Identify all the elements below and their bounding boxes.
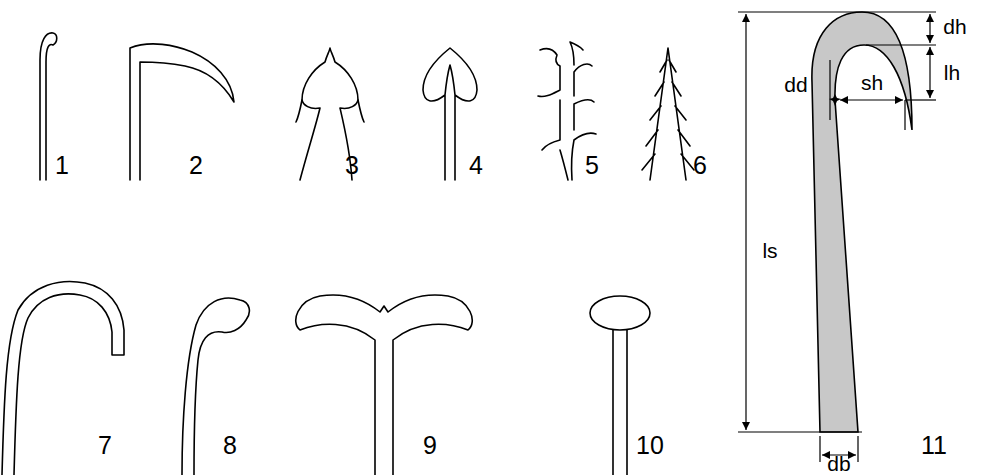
- dimension-label: db: [827, 452, 850, 473]
- dimension-label: dd: [784, 74, 807, 95]
- hook-1: [40, 33, 57, 180]
- figure-number: 3: [345, 153, 359, 178]
- anchor-9: [296, 295, 473, 475]
- figure-number: 4: [469, 153, 483, 178]
- hook-2: [130, 44, 234, 180]
- figure-number: 5: [585, 153, 599, 178]
- dimension-label: dh: [943, 16, 966, 37]
- figure-number: 6: [693, 153, 707, 178]
- dimension-arrow: [840, 99, 903, 100]
- arrow-hair-4: [423, 48, 477, 180]
- figure-number: 1: [55, 153, 69, 178]
- dimension-arrow: [929, 14, 930, 43]
- figure-number: 11: [921, 433, 947, 458]
- gland-stalk-10: [613, 330, 627, 475]
- barbed-spine-6: [642, 48, 694, 180]
- hook-11: [812, 12, 912, 432]
- figure-number: 8: [223, 433, 237, 458]
- hook-8: [182, 298, 249, 475]
- dimension-label: sh: [861, 72, 883, 93]
- figure-number: 9: [423, 433, 437, 458]
- arrow-hair-3-lobe: [296, 100, 364, 122]
- tangent-point: [829, 94, 841, 106]
- dimension-line: [905, 99, 936, 100]
- dimension-arrow: [929, 47, 930, 98]
- dimension-arrow: [745, 14, 746, 430]
- arrow-hair-3: [300, 48, 358, 180]
- figure-number: 2: [189, 153, 203, 178]
- dimension-line: [738, 12, 936, 462]
- dimension-label: lh: [944, 62, 960, 83]
- hook-7: [2, 281, 124, 475]
- figure-number: 7: [98, 433, 112, 458]
- gland-head-10: [590, 296, 650, 330]
- dimension-label: ls: [762, 240, 777, 261]
- figure-number: 10: [636, 433, 664, 458]
